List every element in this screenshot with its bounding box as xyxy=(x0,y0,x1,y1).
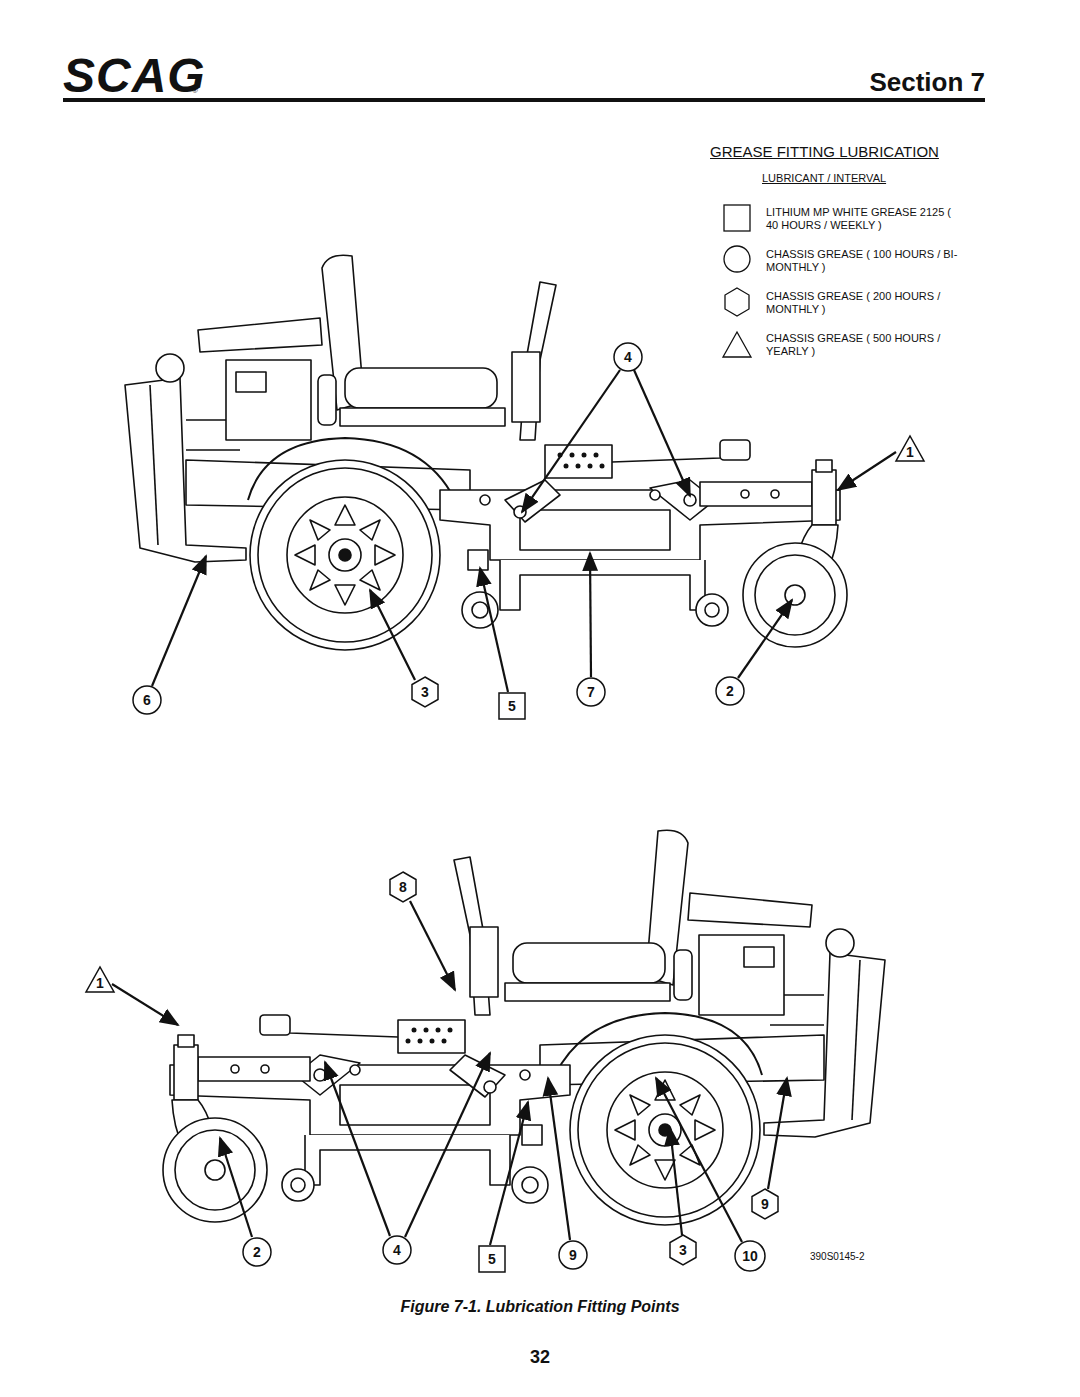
callout-number: 6 xyxy=(143,692,151,708)
legend-entry: CHASSIS GREASE ( 500 HOURS / YEARLY ) xyxy=(766,332,966,357)
legend-entry: LITHIUM MP WHITE GREASE 2125 ( 40 HOURS … xyxy=(766,206,966,231)
callout-number: 2 xyxy=(253,1244,261,1260)
callout-number: 3 xyxy=(679,1242,687,1258)
legend-entry: CHASSIS GREASE ( 100 HOURS / BI-MONTHLY … xyxy=(766,248,966,273)
legend-heading: GREASE FITTING LUBRICATION xyxy=(710,143,939,160)
callout-number: 10 xyxy=(742,1248,758,1264)
brand-logo: SCAG xyxy=(63,48,206,103)
page-number: 32 xyxy=(530,1347,550,1368)
callout-number: 7 xyxy=(587,684,595,700)
figure-caption: Figure 7-1. Lubrication Fitting Points xyxy=(400,1298,679,1316)
registered-mark: ® xyxy=(192,86,198,95)
callout-number: 1 xyxy=(906,444,914,460)
legend-entry: CHASSIS GREASE ( 200 HOURS / MONTHLY ) xyxy=(766,290,966,315)
callout-number: 9 xyxy=(761,1196,769,1212)
drawing-number: 390S0145-2 xyxy=(810,1251,865,1263)
section-heading: Section 7 xyxy=(869,68,985,98)
callout-number: 4 xyxy=(624,349,632,365)
legend-subheading: LUBRICANT / INTERVAL xyxy=(762,172,886,185)
callout-number: 8 xyxy=(399,879,407,895)
callout-number: 2 xyxy=(726,683,734,699)
callout-number: 1 xyxy=(96,975,104,991)
callout-number: 4 xyxy=(393,1242,401,1258)
callout-number: 5 xyxy=(488,1251,496,1267)
callout-number: 9 xyxy=(569,1247,577,1263)
callout-number: 3 xyxy=(421,684,429,700)
callout-number: 5 xyxy=(508,698,516,714)
